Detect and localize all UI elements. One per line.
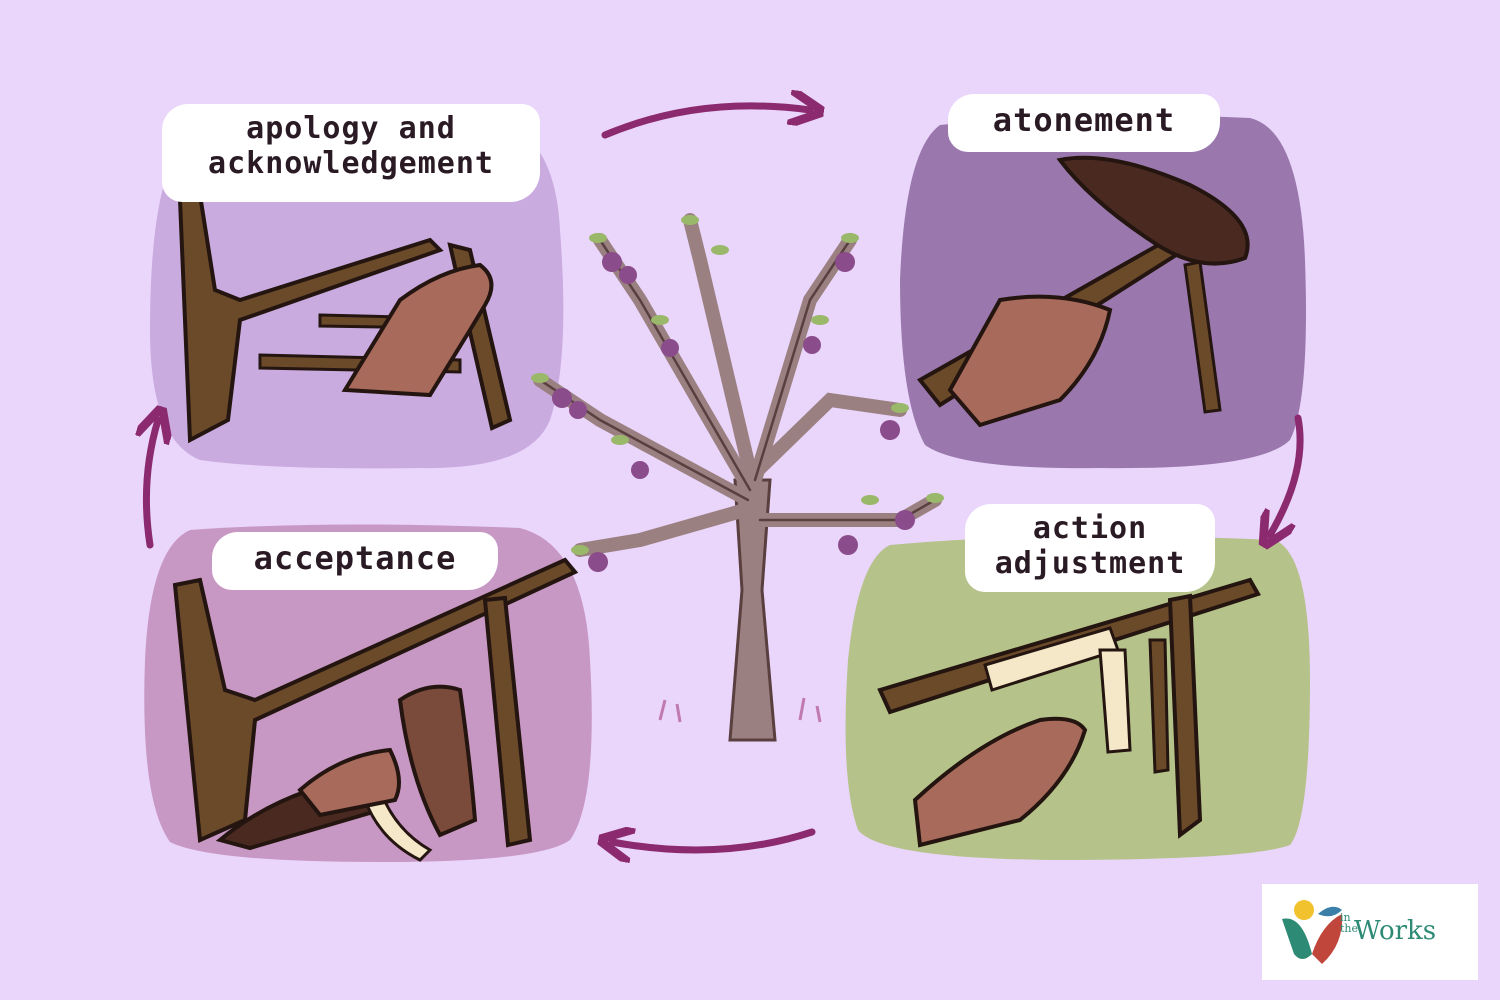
arrow-left-icon	[612, 832, 816, 850]
in-the-works-logo: in the Works	[1262, 884, 1478, 980]
label-apology-and-acknowledgement: apology and acknowledgement	[162, 104, 540, 202]
tree-icon	[531, 213, 944, 742]
label-action-line1: action	[1032, 511, 1148, 546]
arrow-down-icon	[1270, 414, 1304, 535]
arrow-up-icon	[146, 420, 158, 549]
logo-icon	[1282, 900, 1343, 964]
logo-wordmark: Works	[1354, 916, 1437, 946]
logo-small-text: in the	[1340, 911, 1359, 935]
hand-icon	[947, 294, 1113, 428]
label-action-adjustment: action adjustment	[965, 504, 1215, 592]
label-atonement: atonement	[948, 94, 1220, 152]
label-acceptance: acceptance	[212, 532, 498, 590]
label-acceptance-line1: acceptance	[253, 539, 457, 577]
bandage-icon	[983, 626, 1132, 754]
panel-apology	[150, 114, 564, 469]
label-atonement-line1: atonement	[992, 101, 1176, 139]
label-apology-line2: acknowledgement	[208, 145, 494, 181]
arrow-right-icon	[601, 106, 810, 139]
hand-icon	[297, 684, 478, 838]
label-apology-line1: apology and	[246, 111, 456, 146]
label-action-line2: adjustment	[994, 545, 1186, 581]
hand-icon	[341, 262, 494, 398]
hand-icon	[912, 716, 1088, 848]
